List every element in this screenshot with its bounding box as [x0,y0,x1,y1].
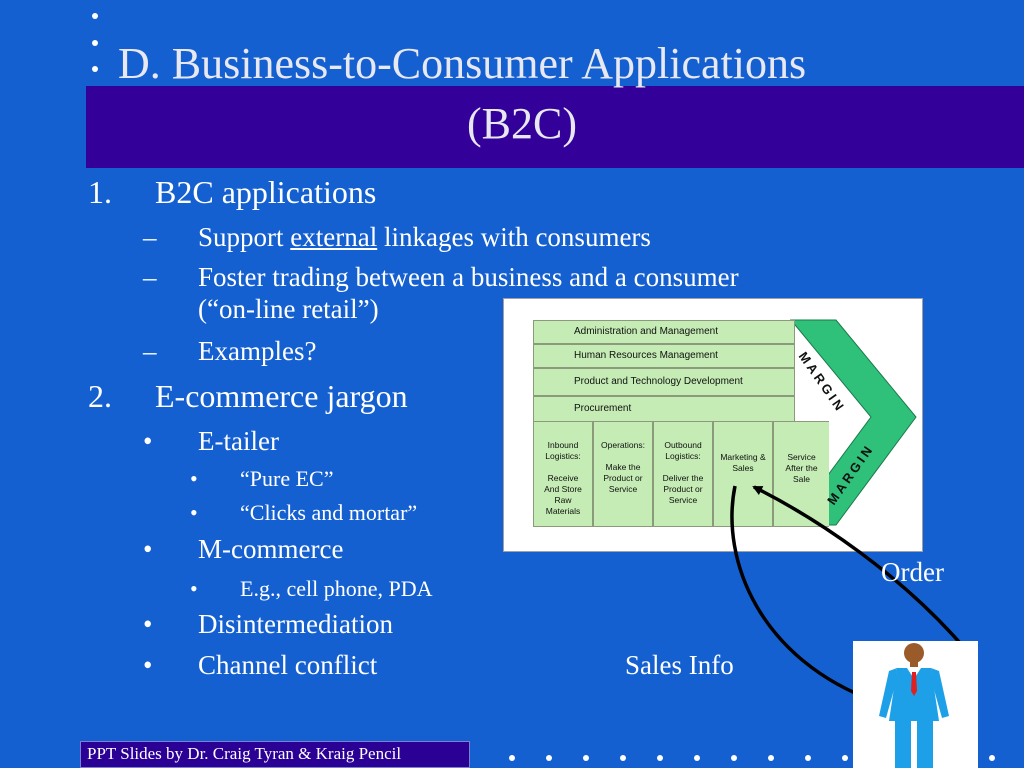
bullet-marker: • [143,650,153,680]
text-external: external [290,222,378,252]
sub-item-support-external: Support external linkages with consumers [198,222,651,253]
bullet-cell-phone-pda: E.g., cell phone, PDA [240,576,433,601]
outline-number-2: 2. [88,378,112,414]
text-linkages: linkages with consumers [377,222,651,252]
sub-item-foster-trading: Foster trading between a business and a … [198,262,739,292]
primary-inbound-logistics: Inbound Logistics: Receive And Store Raw… [533,421,593,527]
cell-line: Sale [792,474,810,484]
title-band [86,86,1024,168]
slide-title: D. Business-to-Consumer Applications [118,39,807,88]
cell-line: Product or [603,473,643,483]
consumer-figure [853,641,978,768]
bullet-pure-ec: “Pure EC” [240,466,334,491]
cell-line: Raw [554,495,572,505]
bullet-marker-small: • [190,500,198,525]
cell-line: Deliver the [662,473,704,483]
value-chain-diagram: Administration and Management Human Reso… [503,298,923,552]
outline-item-b2c-applications: B2C applications [155,174,377,210]
support-activity-technology: Product and Technology Development [533,368,795,396]
footer-credit: PPT Slides by Dr. Craig Tyran & Kraig Pe… [80,741,470,768]
cell-line: Inbound [547,440,579,450]
bullet-disintermediation: Disintermediation [198,609,393,639]
sub-item-examples: Examples? [198,336,317,366]
dash-marker: – [143,262,157,292]
person-icon [879,643,949,768]
bullet-marker-small: • [190,466,198,491]
primary-service-after-sale: Service After the Sale [773,421,829,527]
text-support: Support [198,222,291,252]
bullet-marker-small: • [190,576,198,601]
cell-line: Service [668,495,698,505]
sub-item-foster-trading-cont: (“on-line retail”) [198,294,379,324]
cell-line: Outbound [664,440,702,450]
support-activity-administration: Administration and Management [533,320,795,344]
bullet-channel-conflict: Channel conflict [198,650,378,680]
bullet-m-commerce: M-commerce [198,534,344,564]
outline-number-1: 1. [88,174,112,210]
bullet-marker: • [143,609,153,639]
order-arrow [752,485,962,645]
bullet-clicks-and-mortar: “Clicks and mortar” [240,500,418,525]
primary-operations: Operations: Make the Product or Service [593,421,653,527]
slide-title-subtitle: (B2C) [467,99,577,148]
support-activity-human-resources: Human Resources Management [533,344,795,368]
dash-marker: – [143,222,157,252]
bullet-marker: • [143,426,153,456]
sales-info-label: Sales Info [625,650,734,680]
cell-line: Marketing & [720,452,766,462]
bullet-marker: • [143,534,153,564]
primary-marketing-sales: Marketing & Sales [713,421,773,527]
margin-chevron [789,319,917,526]
cell-line: Materials [545,506,581,516]
cell-line: Logistics: [545,451,581,461]
cell-line: After the [785,463,818,473]
cell-line: Logistics: [665,451,701,461]
cell-line: Product or [663,484,703,494]
cell-line: Receive [547,473,579,483]
cell-line: And Store [544,484,582,494]
cell-line: Service [787,452,816,462]
dash-marker: – [143,336,157,366]
sales-info-arrow [730,485,879,704]
cell-line: Make the [605,462,641,472]
primary-outbound-logistics: Outbound Logistics: Deliver the Product … [653,421,713,527]
order-label: Order [881,557,944,587]
cell-line: Operations: [601,440,645,450]
bullet-etailer: E-tailer [198,426,279,456]
outline-item-ecommerce-jargon: E-commerce jargon [155,378,408,414]
cell-line: Service [608,484,638,494]
cell-line: Sales [732,463,754,473]
